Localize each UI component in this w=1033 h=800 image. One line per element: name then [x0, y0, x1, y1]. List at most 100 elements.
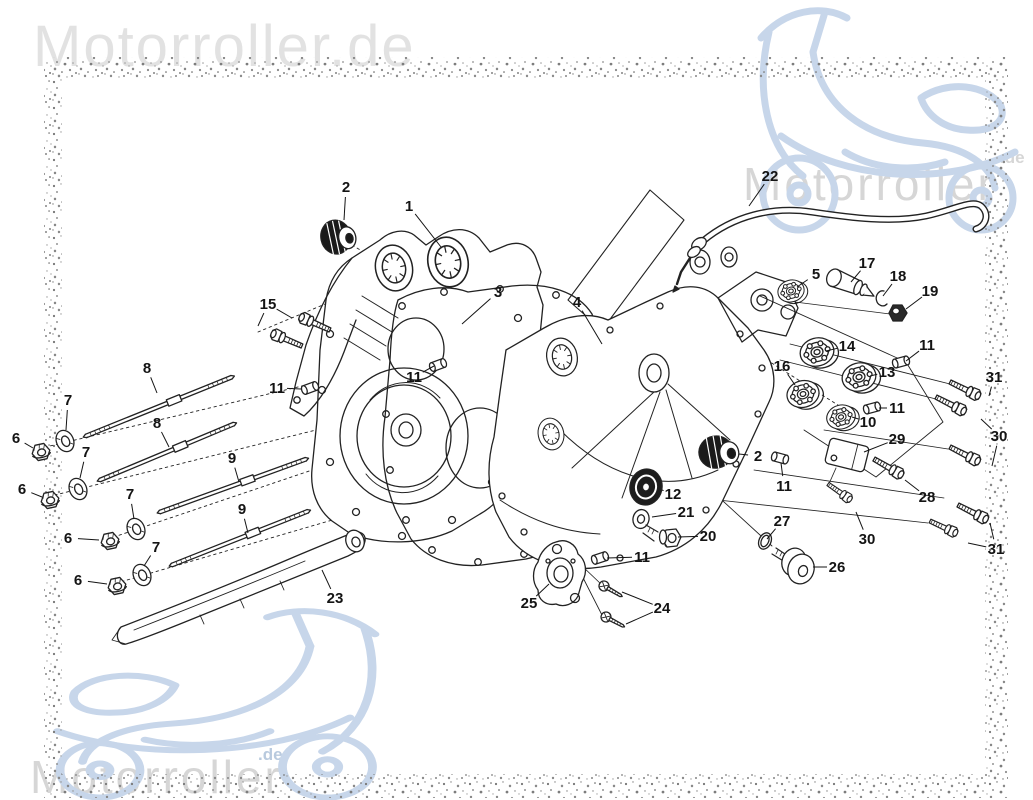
svg-text:28: 28: [919, 489, 936, 506]
drain-plug-26: [771, 547, 815, 585]
svg-text:2: 2: [342, 179, 350, 196]
callout-2: 2: [738, 448, 762, 465]
callout-11: 11: [905, 337, 935, 362]
svg-text:12: 12: [665, 486, 682, 503]
svg-text:11: 11: [776, 478, 792, 495]
shaft-17: [825, 268, 875, 297]
svg-text:8: 8: [153, 415, 161, 432]
stud-9: [168, 508, 312, 568]
svg-text:23: 23: [327, 590, 344, 607]
bearing-10: [823, 400, 863, 436]
hose-fitting: [672, 236, 707, 293]
callout-30: 30: [855, 511, 875, 548]
stud-8: [96, 421, 238, 483]
washer-21: [632, 508, 650, 530]
nut-6: [98, 530, 122, 552]
engine-drawing: [29, 189, 992, 645]
nut-6: [105, 575, 129, 597]
callout-11: 11: [879, 400, 905, 417]
screw-24: [598, 609, 628, 632]
svg-text:7: 7: [152, 539, 160, 556]
callout-12: 12: [661, 486, 682, 503]
svg-text:6: 6: [64, 530, 72, 547]
callout-27: 27: [766, 513, 790, 540]
callout-25: 25: [521, 583, 550, 612]
oil-seal-12: [629, 468, 663, 506]
screw-24: [596, 578, 626, 602]
callout-13: 13: [869, 364, 896, 381]
svg-text:7: 7: [64, 392, 72, 409]
callout-6: 6: [12, 430, 34, 449]
svg-text:6: 6: [18, 481, 26, 498]
callout-7: 7: [126, 486, 135, 520]
nut-19: [888, 304, 908, 322]
clip-18: [875, 290, 888, 307]
watermark-bottom-suffix: .de: [258, 745, 283, 764]
svg-text:6: 6: [12, 430, 20, 447]
callout-9: 9: [228, 450, 240, 483]
svg-text:29: 29: [889, 431, 906, 448]
callout-24: 24: [621, 591, 671, 625]
callout-8: 8: [143, 360, 158, 394]
callout-7: 7: [64, 392, 72, 431]
callout-20: 20: [677, 528, 717, 545]
callout-7: 7: [143, 539, 160, 567]
callout-11: 11: [606, 549, 650, 566]
washer-7: [65, 474, 91, 504]
callout-17: 17: [850, 255, 876, 283]
callout-10: 10: [851, 414, 877, 431]
callout-8: 8: [153, 415, 170, 448]
svg-text:14: 14: [839, 338, 856, 355]
chain-guide-23: [111, 529, 366, 645]
callout-30: 30: [980, 418, 1008, 467]
callout-19: 19: [905, 283, 939, 310]
bolt-15: [268, 326, 305, 352]
callout-31: 31: [986, 369, 1003, 397]
svg-text:4: 4: [573, 294, 582, 311]
dowel-11: [769, 450, 791, 466]
svg-text:25: 25: [521, 595, 538, 612]
svg-text:7: 7: [126, 486, 134, 503]
svg-text:16: 16: [774, 358, 791, 375]
svg-text:15: 15: [260, 296, 277, 313]
washer-7: [129, 560, 155, 590]
svg-text:11: 11: [889, 400, 905, 417]
svg-text:21: 21: [678, 504, 695, 521]
bolt-31: [946, 376, 984, 403]
bushing-2-left: [320, 219, 357, 255]
callout-6: 6: [74, 572, 108, 589]
svg-text:11: 11: [919, 337, 935, 354]
callout-9: 9: [238, 501, 249, 534]
svg-text:9: 9: [228, 450, 236, 467]
breather-hose: [672, 200, 990, 293]
svg-text:13: 13: [879, 364, 896, 381]
callout-3: 3: [461, 284, 502, 325]
svg-text:20: 20: [700, 528, 717, 545]
svg-text:9: 9: [238, 501, 246, 518]
callout-2: 2: [342, 179, 350, 221]
washer-7: [123, 514, 149, 544]
dowel-11: [861, 400, 883, 416]
svg-text:10: 10: [860, 414, 877, 431]
bolt-30: [824, 479, 855, 505]
svg-text:2: 2: [754, 448, 762, 465]
svg-text:19: 19: [922, 283, 939, 300]
svg-text:22: 22: [762, 168, 779, 185]
callout-11: 11: [406, 365, 435, 386]
svg-text:31: 31: [986, 369, 1003, 386]
svg-text:17: 17: [859, 255, 876, 272]
svg-text:30: 30: [991, 428, 1008, 445]
speckled-border-frame: [44, 57, 1008, 798]
bolt-30: [932, 391, 970, 418]
svg-text:5: 5: [812, 266, 820, 283]
bearing-13: [838, 357, 885, 399]
bolt-30: [946, 441, 984, 468]
callout-5: 5: [796, 266, 820, 288]
svg-text:18: 18: [890, 268, 907, 285]
callout-4: 4: [573, 294, 603, 345]
svg-text:3: 3: [494, 284, 502, 301]
svg-text:11: 11: [634, 549, 650, 566]
stud-9: [156, 456, 310, 515]
